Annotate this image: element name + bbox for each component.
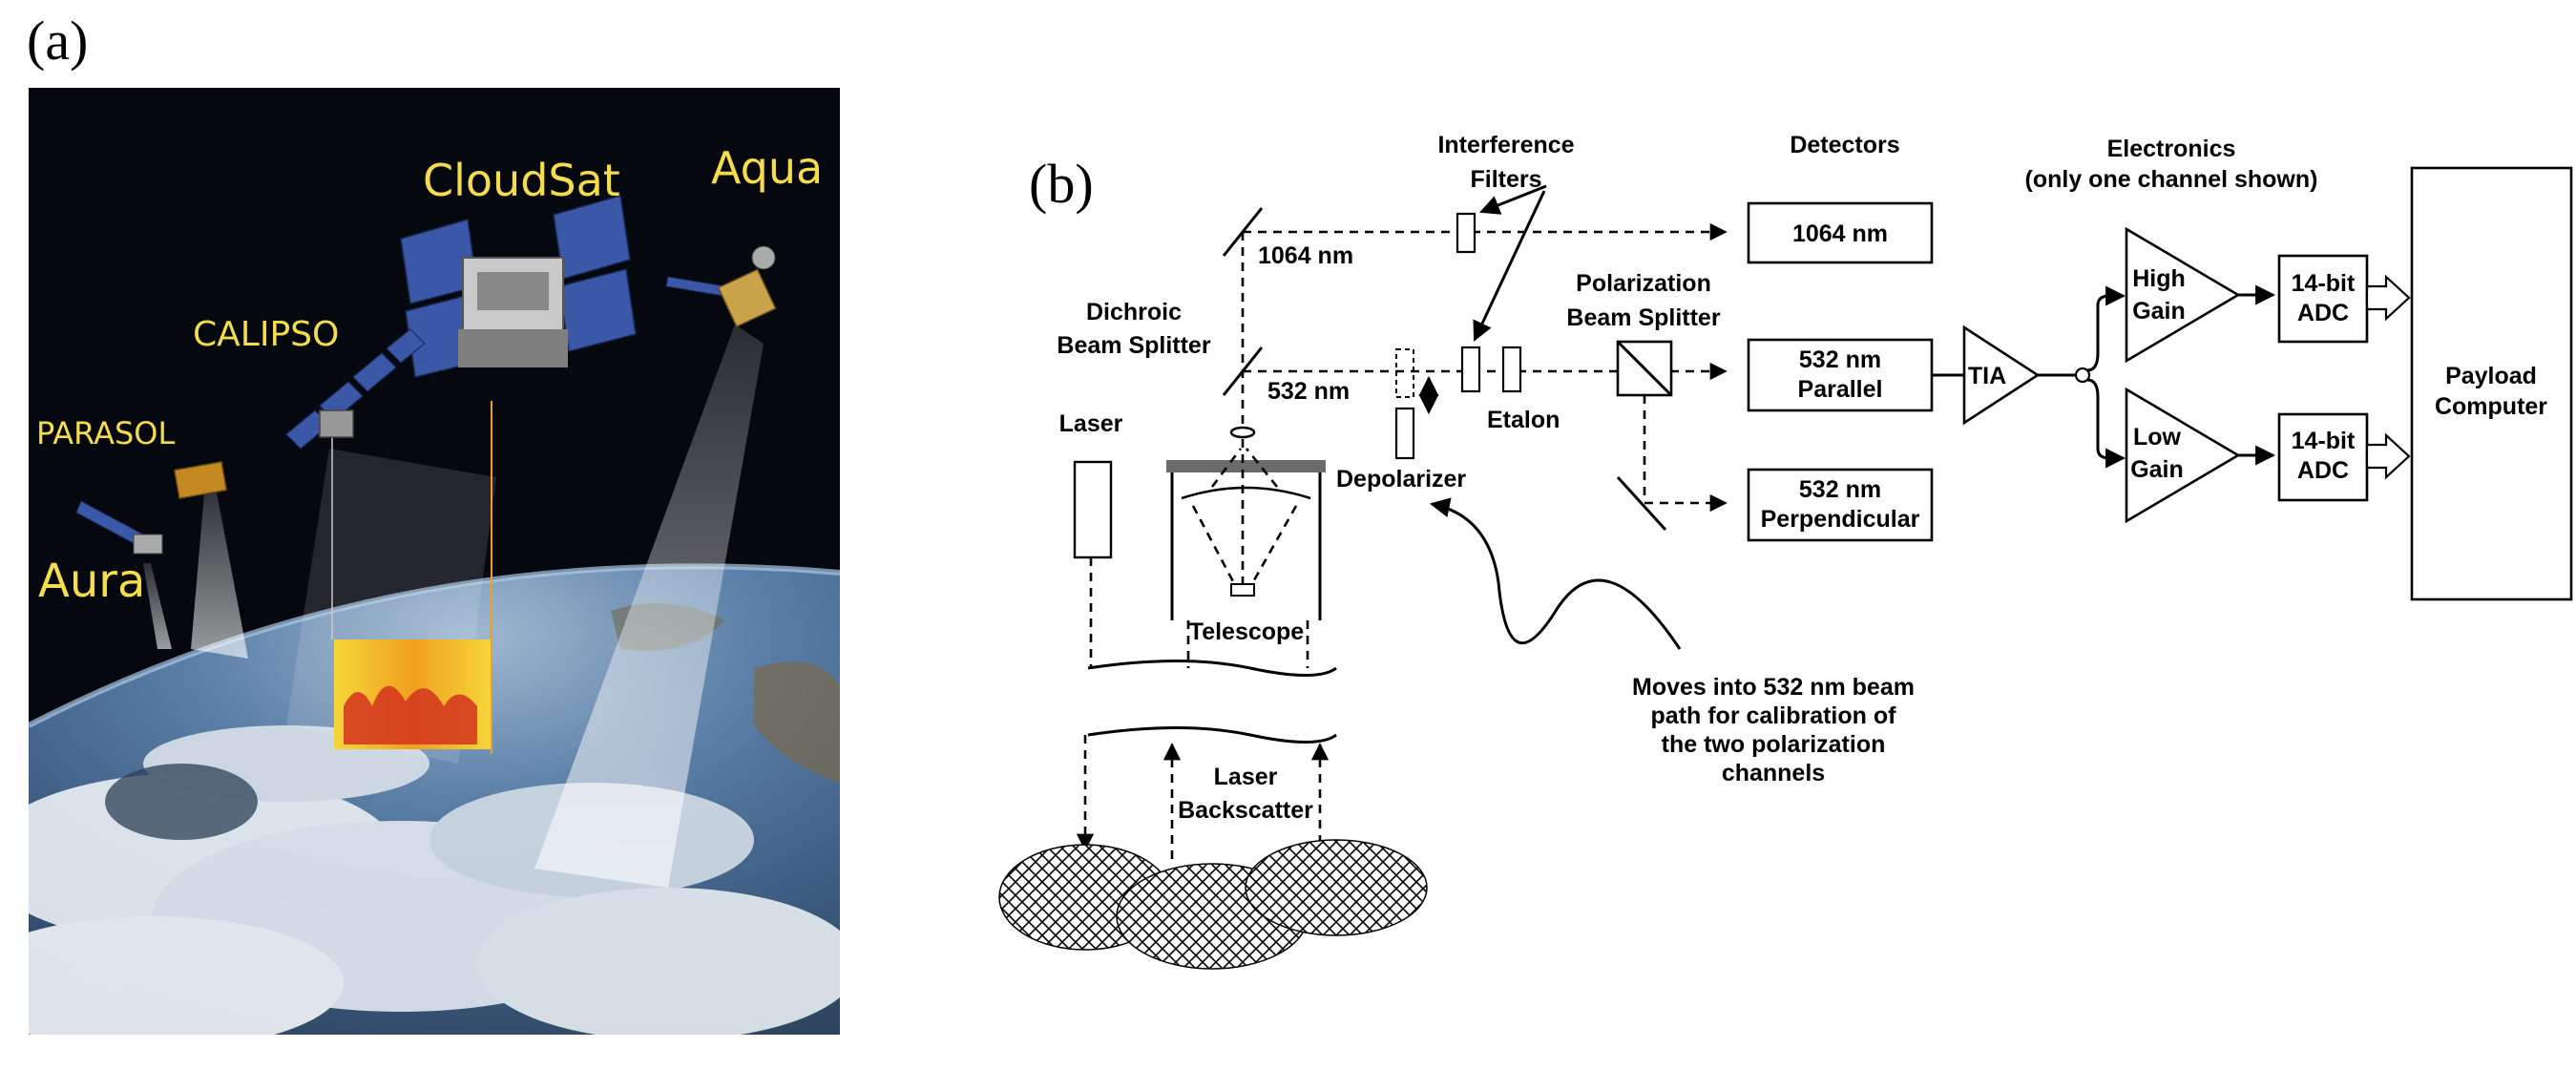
low-gain-amplifier [2125,387,2241,524]
detectors-header: Detectors [1790,132,1899,158]
detector-532-perp-box [1747,468,1934,542]
adc-low-label-1: 14-bit [2292,428,2356,454]
detector-1064-box [1747,201,1934,264]
filter-532 [1460,346,1481,393]
land-mass [754,661,840,783]
panel-b-label: (b) [1029,153,1094,215]
detector-532-parallel-label-2: Parallel [1798,376,1883,403]
electronics-note: (only one channel shown) [2025,166,2318,193]
cloudsat-satellite [400,195,637,378]
to-low-gain-line [2086,378,2126,469]
payload-label-1: Payload [2445,363,2537,389]
aqua-label: Aqua [711,142,823,194]
low-gain-label-1: Low [2133,424,2182,451]
high-gain-label-1: High [2132,265,2186,292]
calibration-note-2: path for calibration of [1651,702,1897,729]
parasol-beam [191,482,248,659]
high-gain-label-2: Gain [2132,298,2186,325]
beam-lens [1229,426,1256,439]
etalon-label: Etalon [1487,407,1560,433]
aqua-beam [534,325,764,888]
backscatter-label-2: Backscatter [1178,797,1313,824]
aqua-satellite [665,245,777,328]
depolarizer-label: Depolarizer [1336,466,1466,493]
adc-high-label-2: ADC [2297,300,2349,326]
to-high-gain-line [2086,285,2126,372]
detector-532-parallel-box [1747,338,1934,412]
electronics-header: Electronics [2107,136,2236,162]
cloud-gap [105,764,258,840]
filter-pointer-1 [1479,184,1547,215]
etalon [1501,346,1522,393]
depolarizer-calibration-position [1395,348,1414,398]
satellite-illustration: Aqua CloudSat CALIPSO PARASOL Aura [29,88,840,1035]
detector-532-perp-label-1: 532 nm [1799,476,1881,503]
wl-532-label: 532 nm [1267,378,1350,405]
dichroic-label-2: Beam Splitter [1057,332,1210,359]
parasol-satellite [173,461,228,499]
adc-high-label-1: 14-bit [2292,270,2356,297]
adc-high-bus-arrow [2365,274,2411,322]
telescope [1166,439,1326,668]
aura-label: Aura [38,555,145,608]
cloud-target [998,839,1428,970]
payload-label-2: Computer [2435,393,2547,420]
low-gain-label-2: Gain [2130,456,2184,483]
polarization-label-1: Polarization [1576,270,1711,297]
wl-1064-label: 1064 nm [1258,242,1353,269]
tia-label: TIA [1968,363,2006,389]
filter-pointer-2 [1473,190,1546,342]
atmosphere-bottom-wave [1087,726,1337,744]
laser-label: Laser [1059,410,1123,437]
adc-low-box [2277,412,2369,502]
payload-computer-box [2410,166,2573,601]
perp-fold-mirror [1616,475,1667,532]
calibration-pointer [1429,497,1682,650]
pbs-diagonal [1616,340,1673,397]
calipso-satellite [285,328,426,450]
adc-low-bus-arrow [2365,432,2411,480]
depolarizer [1394,407,1415,460]
parasol-label: PARASOL [36,415,175,451]
polarization-label-2: Beam Splitter [1566,304,1720,331]
aura-beam [143,563,172,649]
lidar-block-diagram: Interference Filters Detectors Electroni… [998,132,2573,970]
detector-532-perp-label-2: Perpendicular [1761,506,1920,533]
laser-box [1073,460,1113,559]
telescope-label: Telescope [1189,618,1305,645]
adc-low-label-2: ADC [2297,457,2349,484]
detector-1064-label: 1064 nm [1792,220,1888,247]
high-gain-amplifier [2125,226,2241,364]
detector-532-parallel-label-1: 532 nm [1799,346,1881,373]
calibration-note-3: the two polarization [1662,731,1886,758]
interference-filters-label-2: Filters [1470,166,1541,193]
filter-1064 [1456,212,1476,254]
atmosphere-top-wave [1087,660,1337,677]
adc-high-box [2277,254,2369,344]
panel-a-label: (a) [27,10,88,72]
calibration-note-4: channels [1722,760,1825,786]
interference-filters-label-1: Interference [1437,132,1574,158]
aura-satellite [75,500,163,555]
split-node [2074,367,2091,384]
curtain-echo [344,685,477,744]
cloudsat-label: CloudSat [423,155,620,206]
tia-amplifier [1962,325,2041,426]
calipso-label: CALIPSO [193,315,339,354]
dichroic-label-1: Dichroic [1086,299,1182,325]
backscatter-label-1: Laser [1214,764,1278,790]
calibration-note-1: Moves into 532 nm beam [1632,674,1915,701]
